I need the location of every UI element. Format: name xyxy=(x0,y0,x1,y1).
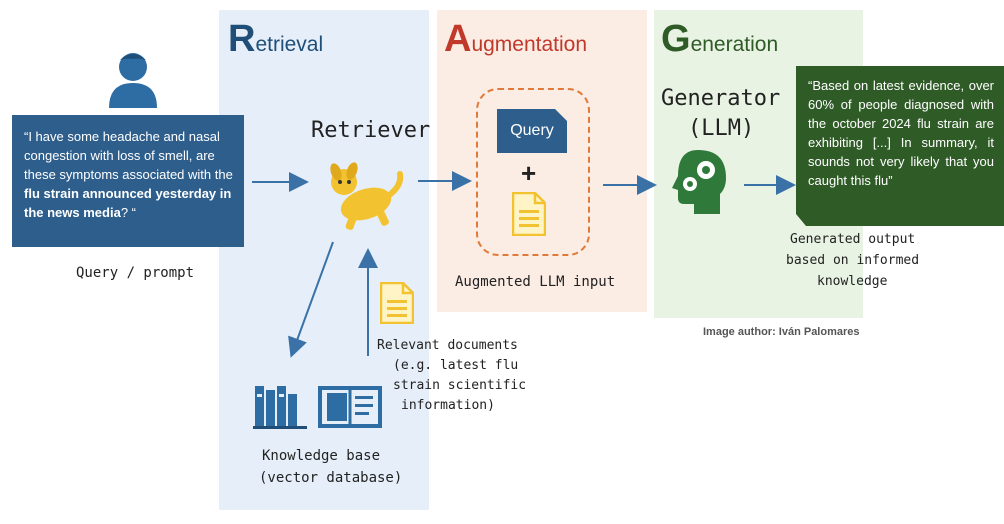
answer-box: “Based on latest evidence, over 60% of p… xyxy=(796,66,1004,226)
author-credit: Image author: Iván Palomares xyxy=(703,326,860,338)
generator-label-line1: Generator xyxy=(661,86,781,111)
dog-icon xyxy=(330,162,404,230)
open-book-icon xyxy=(318,386,382,428)
output-label-line1: Generated output xyxy=(790,232,916,247)
output-label-line3: knowledge xyxy=(817,274,888,289)
query-box: “I have some headache and nasal congesti… xyxy=(12,115,244,247)
generator-label-line2: (LLM) xyxy=(688,116,755,141)
generation-title: Generation xyxy=(661,18,778,61)
relevant-docs-line1: Relevant documents xyxy=(377,338,518,353)
retriever-label: Retriever xyxy=(311,118,431,143)
kb-label-line1: Knowledge base xyxy=(262,448,381,464)
query-text-part2: ? “ xyxy=(120,205,136,220)
retrieval-initial: R xyxy=(228,18,256,60)
generation-title-rest: eneration xyxy=(690,33,779,56)
user-icon xyxy=(109,53,157,108)
augmented-input-box xyxy=(476,88,590,256)
generation-initial: G xyxy=(661,18,691,60)
query-text-bold: flu strain announced yesterday in the ne… xyxy=(24,186,232,220)
output-label-line2: based on informed xyxy=(786,253,920,268)
relevant-docs-line3: strain scientific xyxy=(393,378,527,393)
books-icon xyxy=(253,386,307,429)
query-prompt-label: Query / prompt xyxy=(76,265,195,281)
augmentation-title-rest: ugmentation xyxy=(471,33,588,56)
plus-sign: + xyxy=(521,158,537,188)
relevant-docs-line4: information) xyxy=(401,398,495,413)
retrieval-title-rest: etrieval xyxy=(255,33,324,56)
augmentation-title: Augmentation xyxy=(444,18,587,61)
kb-label-line2: (vector database) xyxy=(259,470,403,486)
augmented-input-label: Augmented LLM input xyxy=(455,274,616,290)
document-icon xyxy=(512,192,546,236)
arrow-retriever-to-kb xyxy=(288,241,334,358)
augmentation-panel xyxy=(437,10,647,312)
relevant-document-icon xyxy=(380,282,414,324)
retrieval-title: Retrieval xyxy=(228,18,323,61)
relevant-docs-line2: (e.g. latest flu xyxy=(393,358,519,373)
augmentation-initial: A xyxy=(444,18,472,60)
query-text-part1: “I have some headache and nasal congesti… xyxy=(24,129,233,182)
query-chip: Query xyxy=(497,109,567,153)
head-gears-icon xyxy=(672,150,726,214)
